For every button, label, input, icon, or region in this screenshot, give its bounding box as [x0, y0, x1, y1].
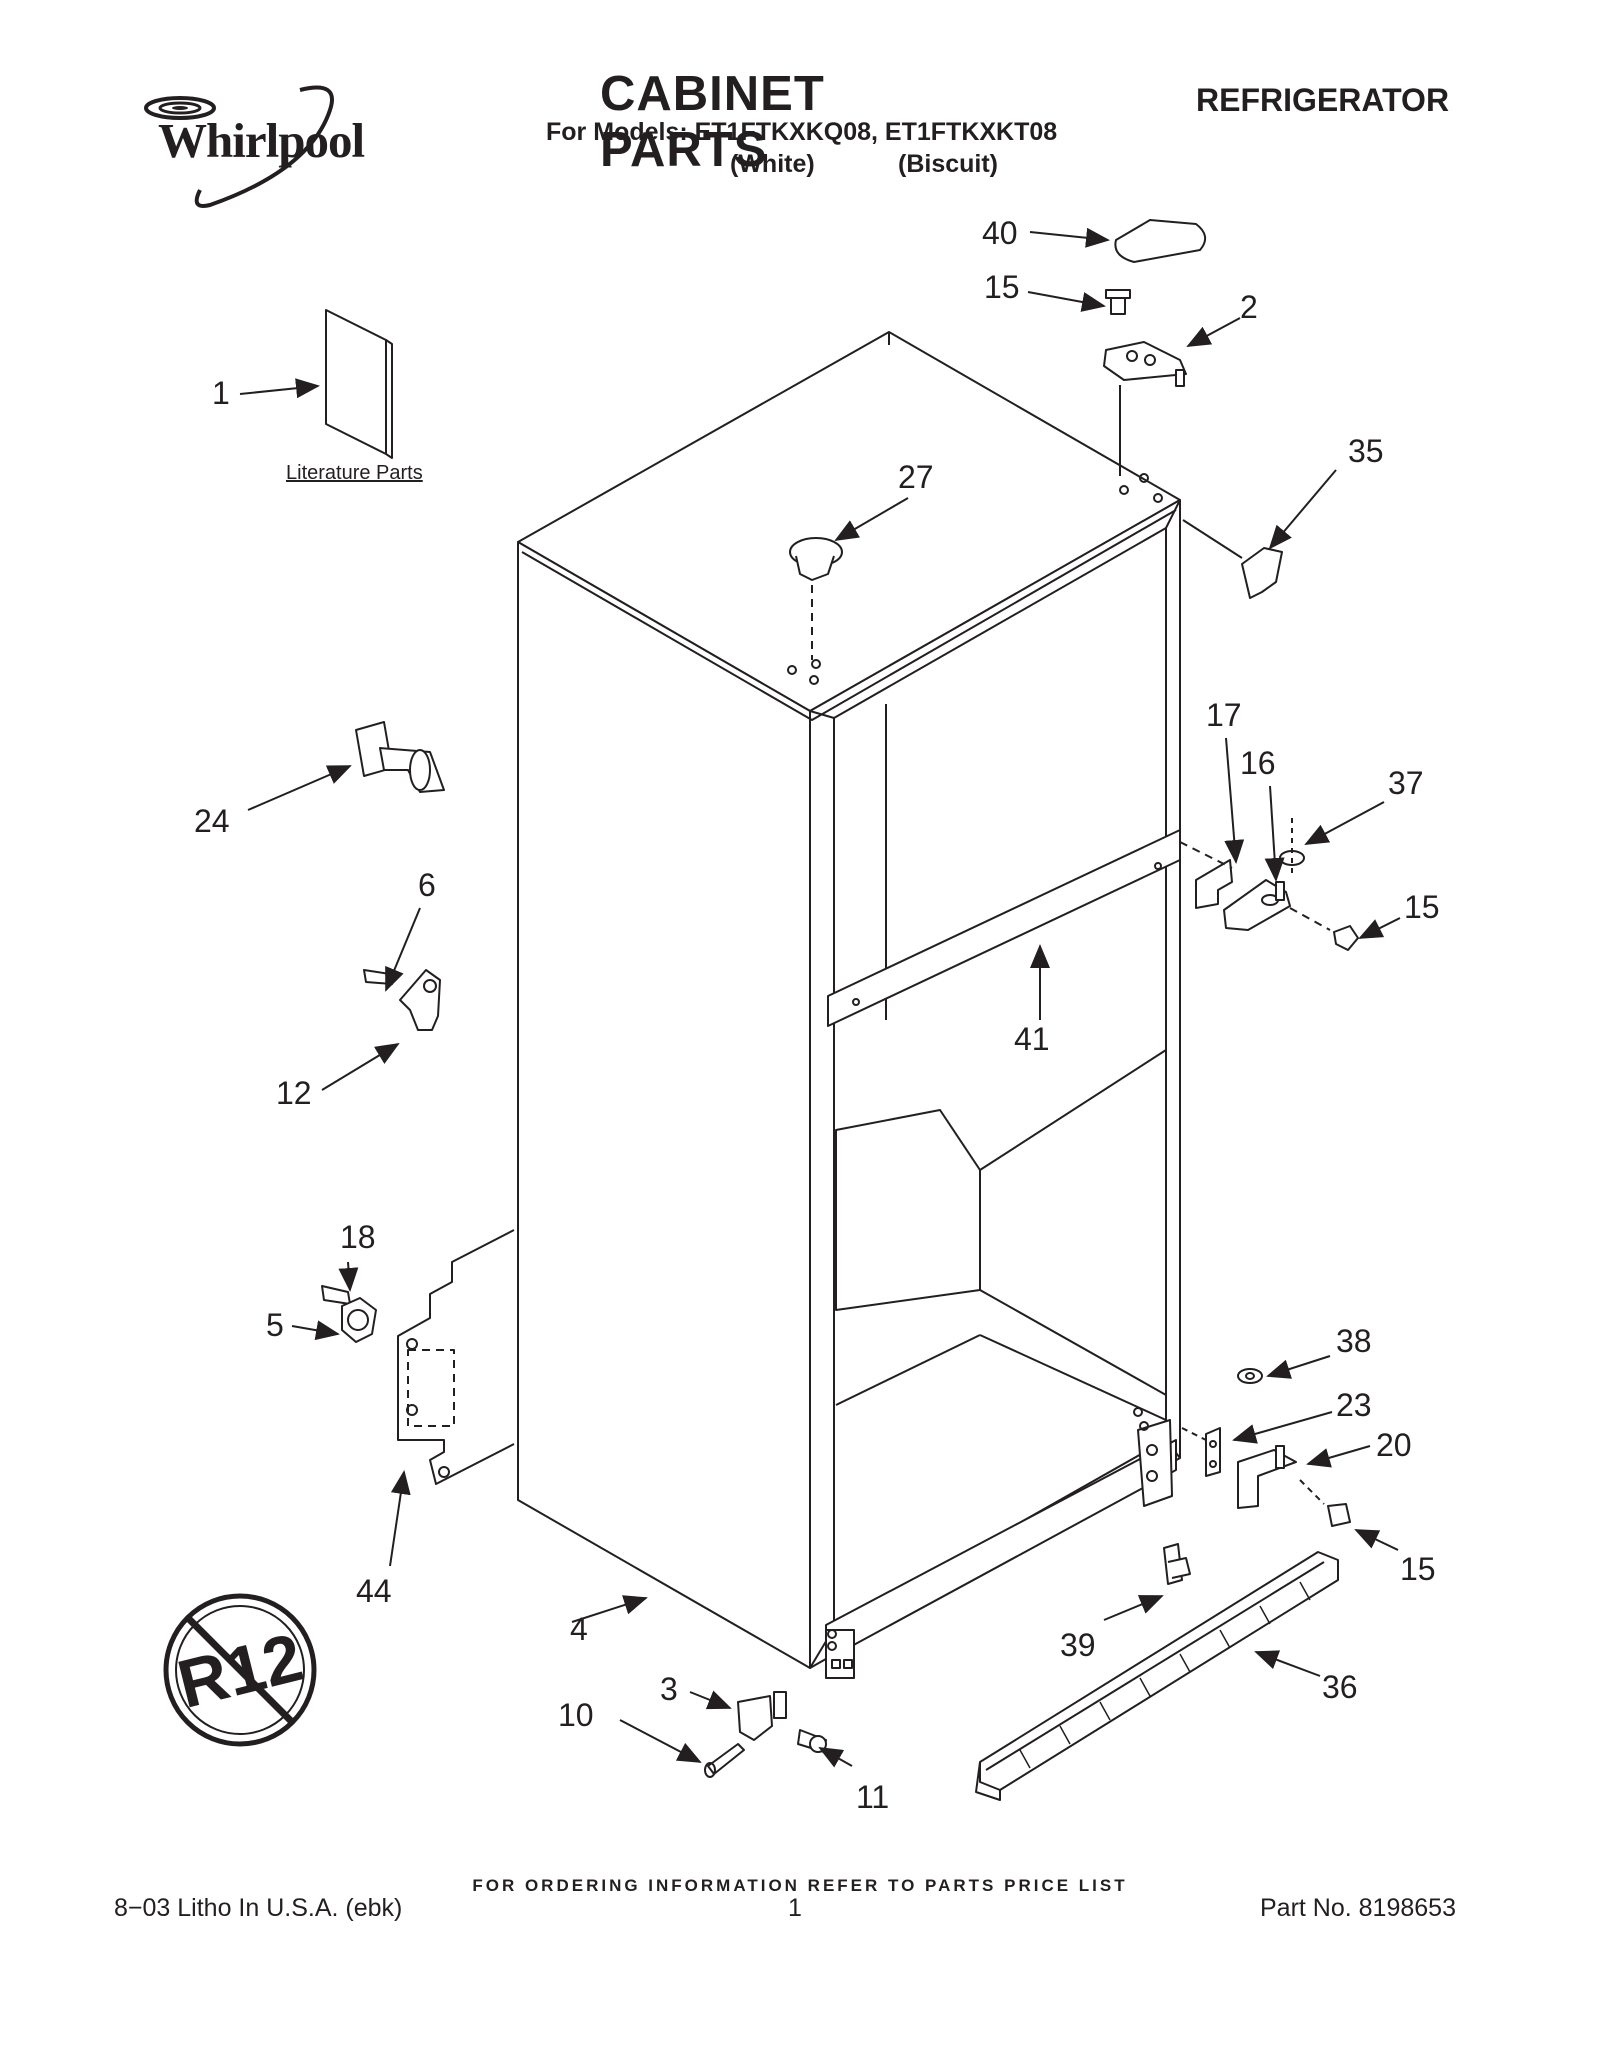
callout-11: 11 — [856, 1779, 889, 1815]
callout-5: 5 — [266, 1307, 284, 1343]
ordering-notice: FOR ORDERING INFORMATION REFER TO PARTS … — [472, 1876, 1128, 1895]
callout-leaders — [239, 227, 1401, 1768]
callout-3: 3 — [660, 1671, 678, 1707]
brand-wordmark: Whirlpool — [158, 113, 365, 168]
cabinet-bracket — [397, 1229, 515, 1485]
handle-bracket — [363, 969, 441, 1031]
callout-1: 1 — [212, 375, 230, 411]
callout-44: 44 — [356, 1573, 392, 1609]
no-r12-badge: R12 — [160, 1590, 320, 1750]
callout-15-mid: 15 — [1404, 889, 1440, 925]
callout-23: 23 — [1336, 1387, 1372, 1423]
callout-2: 2 — [1240, 289, 1258, 325]
grille-clip — [1163, 1543, 1191, 1585]
bottom-hinge-assembly — [1133, 1368, 1351, 1527]
part-number: Part No. 8198653 — [1260, 1894, 1456, 1922]
print-info: 8−03 Litho In U.S.A. (ebk) — [114, 1894, 403, 1922]
whirlpool-logo: Whirlpool — [140, 70, 380, 220]
callout-15-top: 15 — [984, 269, 1020, 305]
hinge-cover — [1114, 219, 1207, 263]
callout-37: 37 — [1388, 765, 1424, 801]
callout-10: 10 — [558, 1697, 594, 1733]
top-plug — [789, 537, 843, 660]
callout-numbers: 1 40 15 2 35 27 24 6 12 17 16 37 15 41 1… — [194, 215, 1440, 1815]
callout-18: 18 — [340, 1219, 376, 1255]
literature-parts-label: Literature Parts — [286, 462, 423, 484]
hinge-cap — [1182, 519, 1283, 599]
literature-part — [325, 309, 393, 459]
callout-6: 6 — [418, 867, 436, 903]
callout-4: 4 — [570, 1611, 588, 1647]
callout-24: 24 — [194, 803, 230, 839]
callout-40: 40 — [982, 215, 1018, 251]
base-grille — [975, 1551, 1339, 1801]
callout-27: 27 — [898, 459, 934, 495]
callout-41: 41 — [1014, 1021, 1050, 1057]
callout-35: 35 — [1348, 433, 1384, 469]
page-number: 1 — [788, 1894, 802, 1922]
callout-15-low: 15 — [1400, 1551, 1436, 1587]
top-mount-holes — [787, 473, 1163, 685]
finish-white-label: (White) — [730, 150, 815, 178]
model-numbers: For Models: ET1FTKXKQ08, ET1FTKXKT08 — [546, 118, 1058, 146]
callout-39: 39 — [1060, 1627, 1096, 1663]
product-category: REFRIGERATOR — [1196, 82, 1450, 118]
leveling-assembly — [704, 1691, 827, 1778]
center-hinge-assembly — [1179, 818, 1359, 951]
callout-38: 38 — [1336, 1323, 1372, 1359]
callout-12: 12 — [276, 1075, 312, 1111]
door-stop-pin — [355, 721, 445, 793]
callout-20: 20 — [1376, 1427, 1412, 1463]
mullion-bar — [827, 829, 1181, 1027]
top-hinge-assembly — [1103, 289, 1187, 476]
cabinet-body — [517, 331, 1181, 1679]
callout-36: 36 — [1322, 1669, 1358, 1705]
callout-16: 16 — [1240, 745, 1276, 781]
finish-biscuit-label: (Biscuit) — [898, 150, 998, 178]
clamp-assembly — [321, 1285, 377, 1343]
callout-17: 17 — [1206, 697, 1242, 733]
